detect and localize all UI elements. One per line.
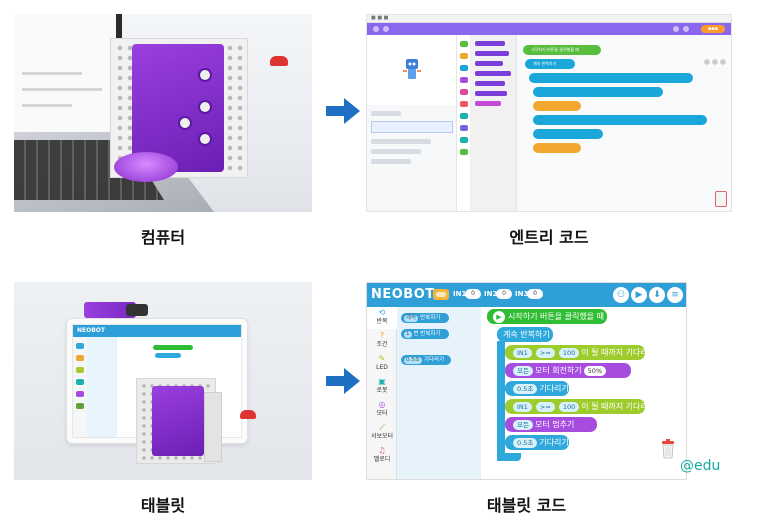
category-melody[interactable]: ♫ 멜로디: [373, 446, 391, 464]
caption-tablet-code: 태블릿 코드: [486, 496, 567, 515]
servo-icon: ⟋: [379, 423, 385, 432]
motor-icon: ◎: [378, 400, 386, 409]
watermark: @edu: [680, 458, 721, 474]
robot-icon: ▣: [378, 377, 386, 386]
camera-module: [84, 302, 136, 318]
computer-photo: [14, 14, 312, 212]
play-icon[interactable]: ▶: [631, 287, 647, 303]
trash-icon[interactable]: [661, 439, 675, 459]
caption-entry-code: 엔트리 코드: [509, 228, 589, 247]
category-robot[interactable]: ▣ 로봇: [376, 377, 388, 395]
entry-editor-screenshot: ■ ■ ■ ▪▪▪: [366, 14, 732, 212]
neobot-header: NEOBOT IN1 0 IN2 0 IN3 0 ⚇ ▶ ⬇ ≡: [367, 283, 686, 307]
music-icon: ♫: [378, 446, 386, 455]
forever-block-end: [497, 453, 521, 461]
entry-motor-stop-block[interactable]: [533, 129, 603, 139]
entry-workspace: 시작하기 버튼을 클릭했을 때 계속 반복하기: [517, 35, 731, 211]
entry-category-bar: [457, 35, 471, 211]
input-1-value: 0: [465, 289, 481, 299]
input-2-value: 0: [496, 289, 512, 299]
entry-trash-icon[interactable]: [715, 191, 727, 207]
neobot-controller: [152, 386, 204, 456]
loop-icon: ⟲: [378, 308, 386, 317]
caption-computer: 컴퓨터: [140, 228, 186, 247]
menu-icon[interactable]: ≡: [667, 287, 683, 303]
input-2-label: IN2: [484, 290, 498, 298]
category-led[interactable]: ✎ LED: [376, 354, 388, 372]
forever-block[interactable]: 계속 반복하기: [497, 327, 553, 342]
arrow-right-icon: [326, 98, 360, 124]
caption-tablet: 태블릿: [140, 496, 186, 515]
category-servo[interactable]: ⟋ 서보모터: [370, 423, 394, 441]
neobot-editor-screenshot: NEOBOT IN1 0 IN2 0 IN3 0 ⚇ ▶ ⬇ ≡ ⟲ 반복 ? …: [366, 282, 687, 480]
entry-start-block[interactable]: 시작하기 버튼을 클릭했을 때: [523, 45, 601, 55]
arrow-right-icon: [326, 368, 360, 394]
input-1-label: IN1: [453, 290, 467, 298]
start-block[interactable]: ▶시작하기 버튼을 클릭했을 때: [487, 309, 607, 324]
entry-motor-block[interactable]: [533, 87, 663, 97]
neobot-category-bar: ⟲ 반복 ? 조건 ✎ LED ▣ 로봇 ◎ 모터 ⟋ 서보모터: [367, 307, 397, 479]
category-condition[interactable]: ? 조건: [376, 331, 388, 349]
neobot-controller: [132, 44, 224, 172]
tablet-photo: NEOBOT: [14, 282, 312, 480]
question-icon: ?: [379, 331, 385, 340]
motor-module: [114, 152, 178, 182]
category-motor[interactable]: ◎ 모터: [376, 400, 388, 418]
category-loop[interactable]: ⟲ 반복: [367, 307, 397, 329]
laptop-screen: [14, 14, 122, 134]
input-3-label: IN3: [515, 290, 529, 298]
red-object: [240, 410, 256, 419]
entry-repeat-block[interactable]: 계속 반복하기: [525, 59, 575, 69]
gamepad-icon[interactable]: ⚇: [613, 287, 629, 303]
entry-wait-until-block[interactable]: [533, 115, 707, 125]
entry-top-bar: ▪▪▪: [367, 23, 731, 35]
entry-if-block[interactable]: [529, 73, 693, 83]
red-object: [270, 56, 288, 66]
download-icon[interactable]: ⬇: [649, 287, 665, 303]
led-icon: ✎: [378, 354, 386, 363]
connection-toggle[interactable]: [433, 289, 449, 300]
neobot-logo: NEOBOT: [371, 287, 435, 302]
robot-sprite-icon: [403, 59, 421, 79]
play-icon: ▶: [493, 310, 505, 323]
entry-wait-block[interactable]: [533, 101, 581, 111]
entry-object-panel: [367, 105, 457, 211]
entry-save-button[interactable]: ▪▪▪: [701, 25, 725, 33]
input-3-value: 0: [527, 289, 543, 299]
entry-block-palette: [471, 35, 517, 211]
entry-wait-block-2[interactable]: [533, 143, 581, 153]
entry-stage: [367, 35, 457, 105]
